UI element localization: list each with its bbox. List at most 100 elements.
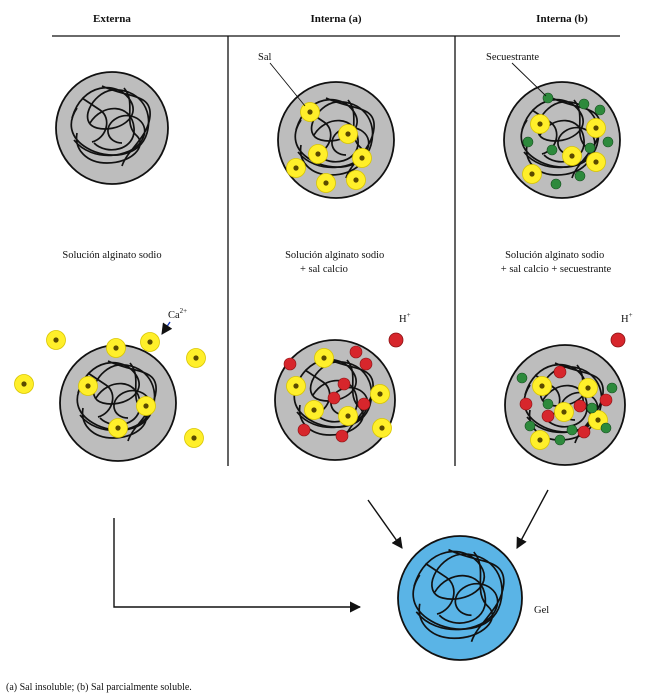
calcium-ion-core — [85, 383, 90, 388]
alginate-salt-circle — [278, 82, 394, 198]
calcium-ion-core — [353, 177, 358, 182]
calcium-ion-core — [193, 355, 198, 360]
sequestrant-molecule — [595, 105, 605, 115]
calcium-ion-core — [293, 383, 298, 388]
calcium-ion-core — [585, 385, 590, 390]
calcium-ion-core — [379, 425, 384, 430]
calcium-ion-core — [293, 165, 298, 170]
calcium-ion-core — [595, 417, 600, 422]
internal-b-gelation-circle — [505, 345, 625, 465]
internal-a-to-gel-arrow — [368, 500, 402, 548]
sequestrant-molecule — [585, 143, 595, 153]
calcium-ion-core — [593, 159, 598, 164]
sequestrant-molecule — [555, 435, 565, 445]
sequestrant-molecule — [607, 383, 617, 393]
proton-b — [611, 333, 625, 347]
caption-internal-a: Solución alginato sodio + sal calcio — [285, 250, 387, 275]
calcium-ion-core — [529, 171, 534, 176]
proton — [350, 346, 362, 358]
calcium-ion-core — [593, 125, 598, 130]
proton — [338, 378, 350, 390]
internal-a-gelation-circle — [275, 340, 395, 460]
alginate-solution-circle — [56, 72, 168, 184]
proton — [298, 424, 310, 436]
external-to-gel-arrow — [114, 518, 360, 607]
proton-charge-a: + — [407, 311, 411, 319]
calcium-ion-core — [21, 381, 26, 386]
proton — [554, 366, 566, 378]
external-gelation-circle — [60, 339, 176, 462]
calcium-ion-core — [345, 131, 350, 136]
sequestrant-label: Secuestrante — [486, 52, 539, 63]
sequestrant-molecule — [601, 423, 611, 433]
calcium-ion-core — [537, 437, 542, 442]
proton-label-b: H+ — [621, 311, 633, 325]
calcium-ion-core — [359, 155, 364, 160]
calcium-ion-core — [561, 409, 566, 414]
calcium-ion-core — [307, 109, 312, 114]
sequestrant-molecule — [603, 137, 613, 147]
sequestrant-molecule — [567, 425, 577, 435]
calcium-ion-core — [115, 425, 120, 430]
calcium-ion-core — [53, 337, 58, 342]
proton — [328, 392, 340, 404]
calcium-ion-core — [113, 345, 118, 350]
calcium-ion-core — [323, 180, 328, 185]
proton — [578, 426, 590, 438]
proton — [358, 398, 370, 410]
caption-internal-b-line-1: Solución alginato sodio — [505, 250, 604, 261]
footnote: (a) Sal insoluble; (b) Sal parcialmente … — [6, 682, 192, 693]
calcium-ion-core — [191, 435, 196, 440]
sequestrant-molecule — [525, 421, 535, 431]
sequestrant-pointer — [512, 63, 546, 96]
salt-label: Sal — [258, 52, 272, 63]
proton-label-a: H+ — [399, 311, 411, 325]
proton — [600, 394, 612, 406]
sequestrant-molecule — [523, 137, 533, 147]
calcium-ion-core — [539, 383, 544, 388]
sequestrant-molecule — [579, 99, 589, 109]
calcium-charge: 2+ — [180, 307, 188, 315]
sequestrant-molecule — [587, 403, 597, 413]
gel-circle — [398, 536, 522, 660]
proton-a — [389, 333, 403, 347]
proton — [520, 398, 532, 410]
proton — [574, 400, 586, 412]
sequestrant-molecule — [551, 179, 561, 189]
calcium-ion-core — [377, 391, 382, 396]
gel-label: Gel — [534, 605, 549, 616]
calcium-ion-core — [147, 339, 152, 344]
proton — [336, 430, 348, 442]
header-internal-a: Interna (a) — [310, 13, 361, 25]
calcium-symbol: Ca — [168, 310, 180, 321]
salt-pointer — [270, 63, 305, 106]
sequestrant-molecule — [575, 171, 585, 181]
calcium-ion-core — [315, 151, 320, 156]
header-internal-b: Interna (b) — [536, 13, 588, 25]
caption-external: Solución alginato sodio — [62, 250, 161, 261]
internal-b-to-gel-arrow — [517, 490, 548, 548]
proton — [360, 358, 372, 370]
alginate-salt-sequestrant-circle — [504, 82, 620, 198]
header-external: Externa — [93, 13, 131, 25]
calcium-pointer — [162, 322, 170, 334]
caption-external-line-1: Solución alginato sodio — [62, 250, 161, 261]
calcium-ion-core — [311, 407, 316, 412]
proton — [284, 358, 296, 370]
calcium-ion-core — [345, 413, 350, 418]
calcium-ion-core — [143, 403, 148, 408]
calcium-label: Ca2+ — [168, 307, 187, 321]
caption-internal-b: Solución alginato sodio + sal calcio + s… — [501, 250, 612, 275]
calcium-ion-core — [569, 153, 574, 158]
caption-internal-b-line-2: + sal calcio + secuestrante — [501, 264, 612, 275]
calcium-ion-core — [321, 355, 326, 360]
sequestrant-molecule — [547, 145, 557, 155]
proton — [542, 410, 554, 422]
caption-internal-a-line-2: + sal calcio — [300, 264, 348, 275]
proton-charge-b: + — [629, 311, 633, 319]
calcium-ion-core — [537, 121, 542, 126]
sequestrant-molecule — [543, 399, 553, 409]
caption-internal-a-line-1: Solución alginato sodio — [285, 250, 384, 261]
sequestrant-molecule — [517, 373, 527, 383]
